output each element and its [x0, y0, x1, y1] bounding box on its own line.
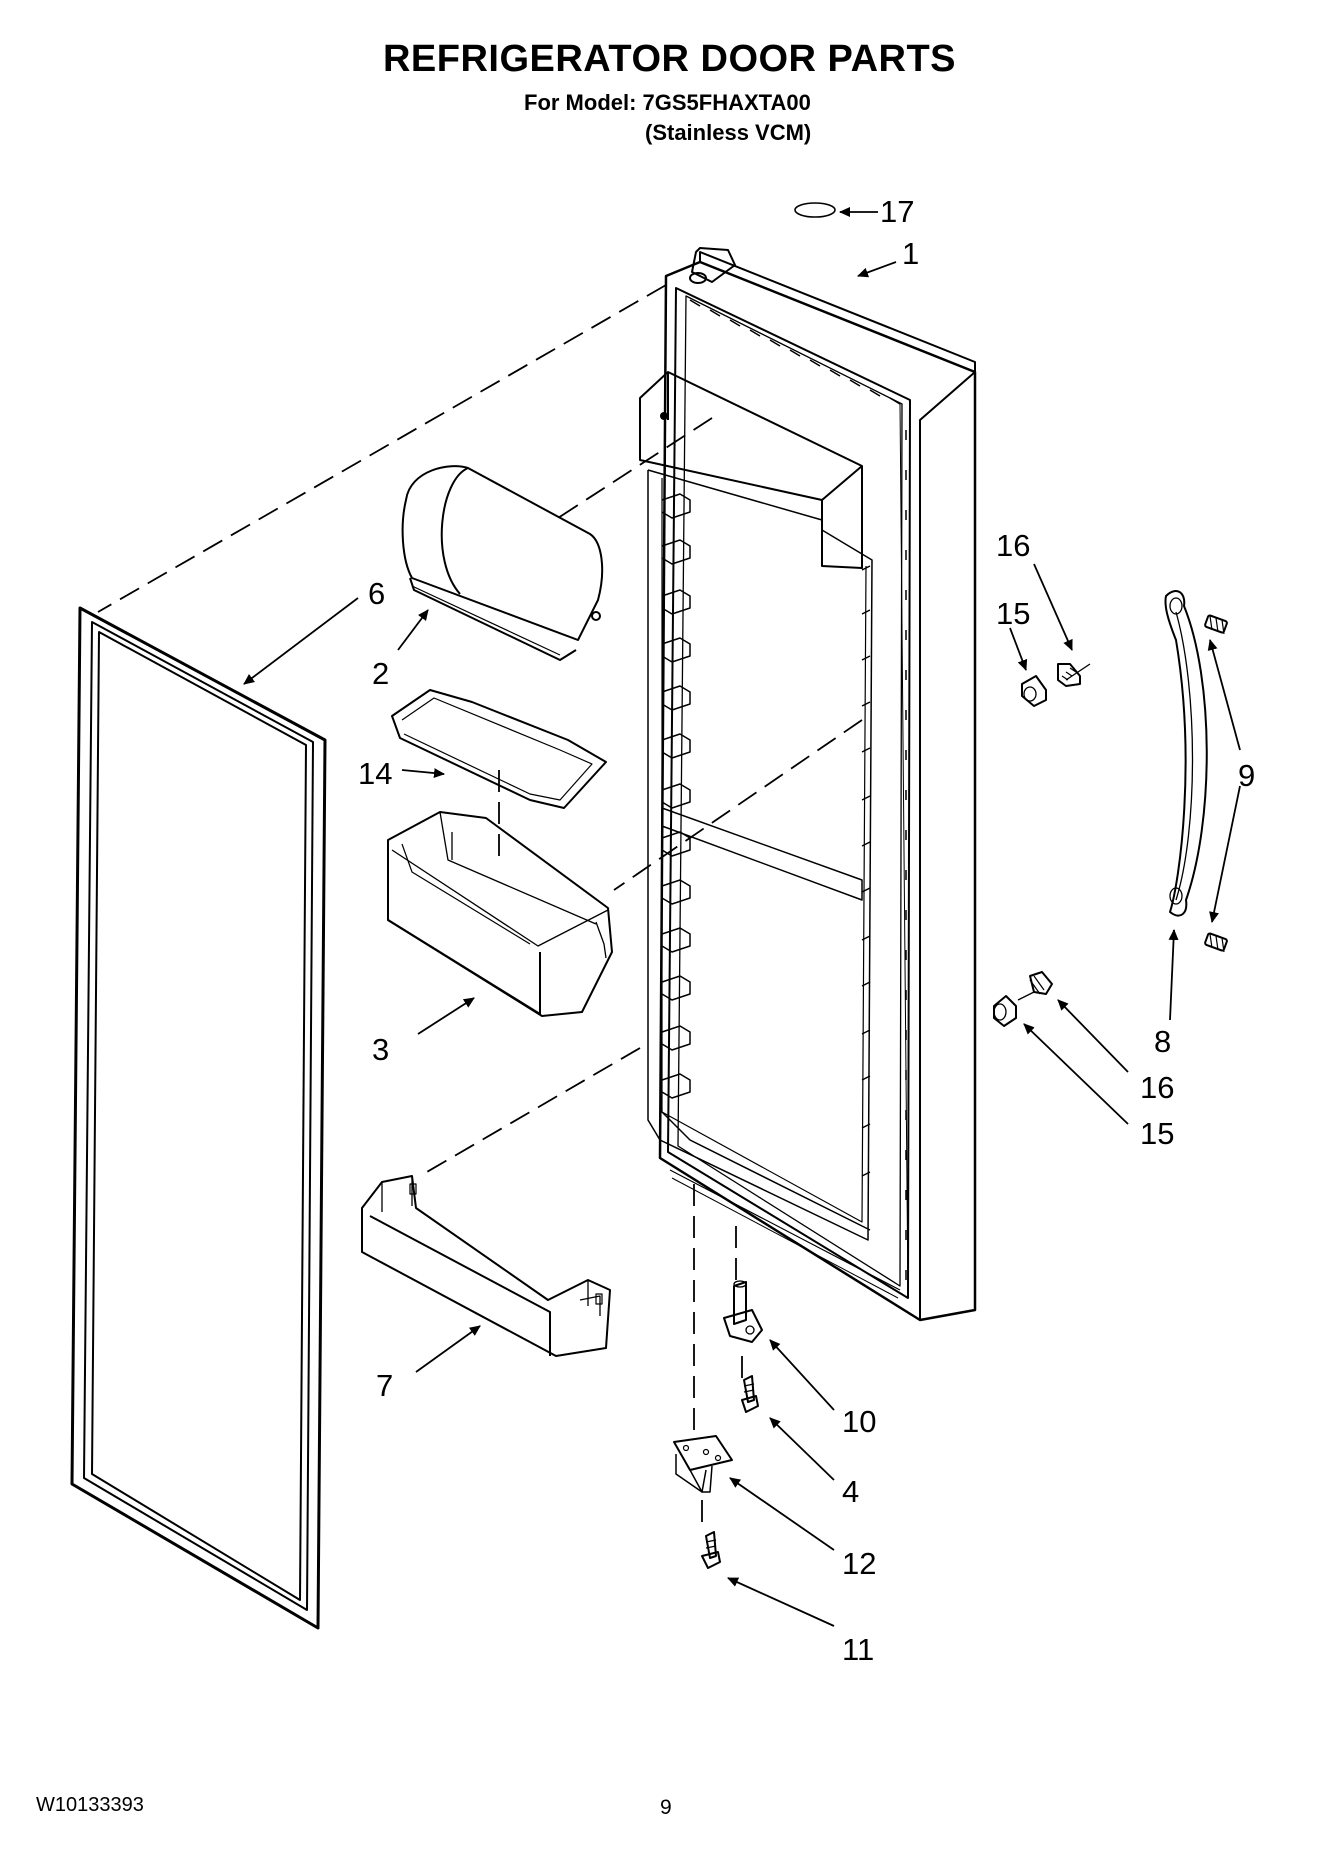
dairy-door [401, 465, 604, 661]
callout-16-upper: 16 [996, 528, 1030, 563]
callout-15-lower: 15 [1140, 1116, 1174, 1151]
variant-line: (Stainless VCM) [645, 120, 812, 145]
screw-11 [701, 1531, 721, 1569]
callout-4: 4 [842, 1474, 859, 1509]
handle-set-screw [1204, 614, 1228, 953]
assembly-lines [97, 284, 863, 1530]
door-liner [639, 247, 977, 1322]
hinge-bracket [673, 1435, 733, 1493]
callout-10: 10 [842, 1404, 876, 1439]
model-line: For Model: 7GS5FHAXTA00 [524, 90, 811, 115]
screw-4 [741, 1375, 759, 1413]
callout-16-lower: 16 [1140, 1070, 1174, 1105]
callout-8: 8 [1154, 1024, 1171, 1059]
callout-12: 12 [842, 1546, 876, 1581]
door-bin-lower [361, 1175, 611, 1357]
document-code: W10133393 [36, 1794, 144, 1816]
door-gasket [70, 606, 327, 1630]
handle-stud-lower [993, 971, 1053, 1027]
page-number: 9 [660, 1796, 672, 1819]
callout-17: 17 [880, 194, 914, 229]
callout-15-upper: 15 [996, 596, 1030, 631]
callout-6: 6 [368, 576, 385, 611]
callout-9: 9 [1238, 758, 1255, 793]
callout-3: 3 [372, 1032, 389, 1067]
callout-7: 7 [376, 1368, 393, 1403]
handle-stud-upper [1021, 663, 1091, 707]
hinge-cap [794, 202, 836, 218]
door-handle [1164, 590, 1208, 917]
callout-1: 1 [902, 236, 919, 271]
leader-arrows [243, 207, 1241, 1627]
callout-11: 11 [842, 1632, 874, 1667]
bin-cover [391, 689, 607, 809]
callout-14: 14 [358, 756, 392, 791]
callout-labels: 17 1 6 2 14 3 7 16 15 9 8 16 15 10 4 12 … [358, 194, 1255, 1667]
door-bin [387, 811, 613, 1017]
callout-2: 2 [372, 656, 389, 691]
page-title: REFRIGERATOR DOOR PARTS [382, 38, 957, 80]
hinge-pin [723, 1280, 763, 1343]
